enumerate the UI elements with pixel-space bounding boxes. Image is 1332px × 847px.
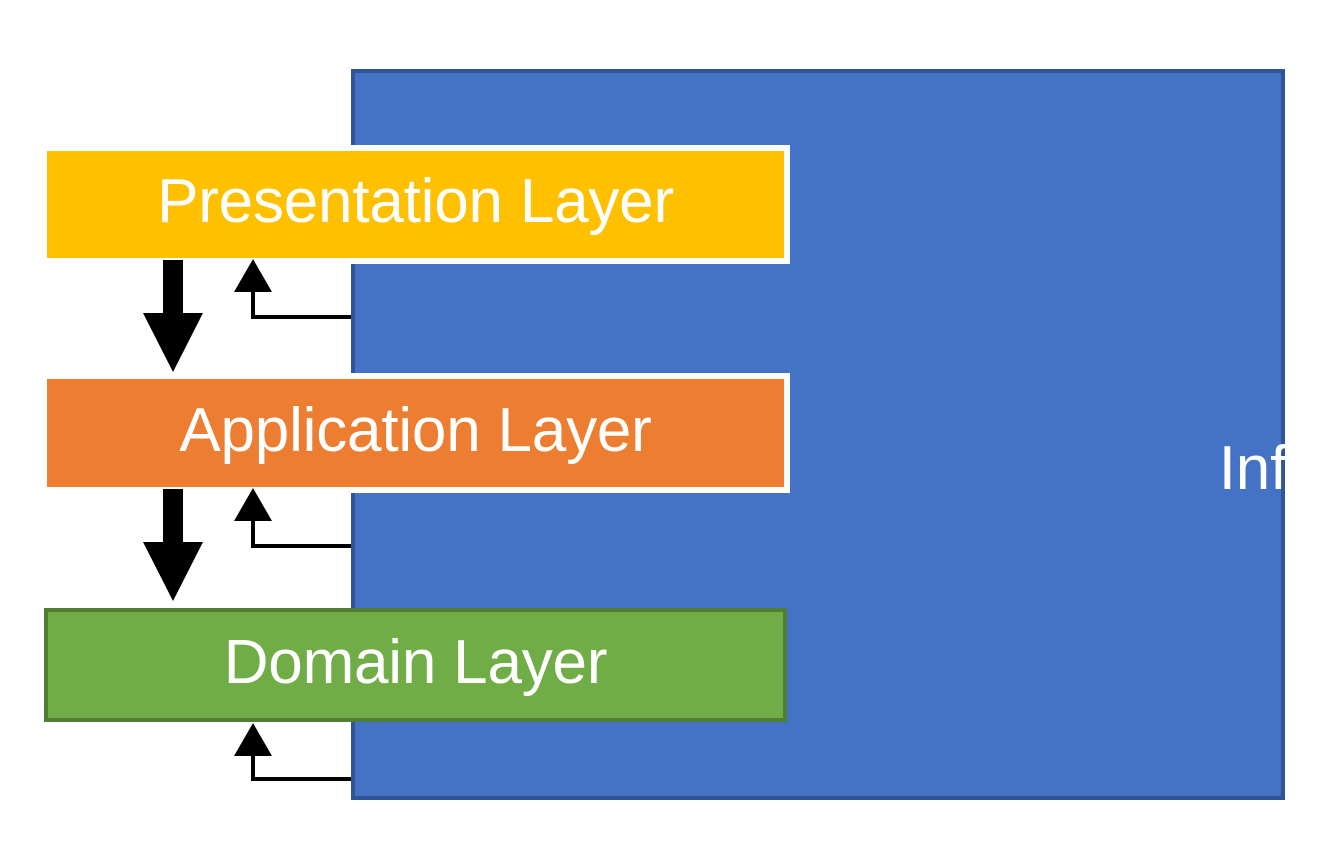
arrow-infrastructure-to-presentation <box>234 259 351 319</box>
arrow-infrastructure-to-domain <box>234 723 351 781</box>
presentation-layer-label: Presentation Layer <box>157 167 674 236</box>
presentation-layer-box[interactable]: Presentation Layer <box>41 145 790 264</box>
application-layer-label: Application Layer <box>179 395 652 465</box>
application-layer-box[interactable]: Application Layer <box>41 373 790 493</box>
domain-layer-box[interactable]: Domain Layer <box>44 608 787 722</box>
arrow-presentation-to-application <box>143 260 203 372</box>
domain-layer-label: Domain Layer <box>223 627 608 697</box>
arrow-application-to-domain <box>143 489 203 601</box>
infrastructure-layer-label: Infrastructure Layer <box>1218 434 1332 585</box>
arrow-infrastructure-to-application <box>234 488 351 548</box>
